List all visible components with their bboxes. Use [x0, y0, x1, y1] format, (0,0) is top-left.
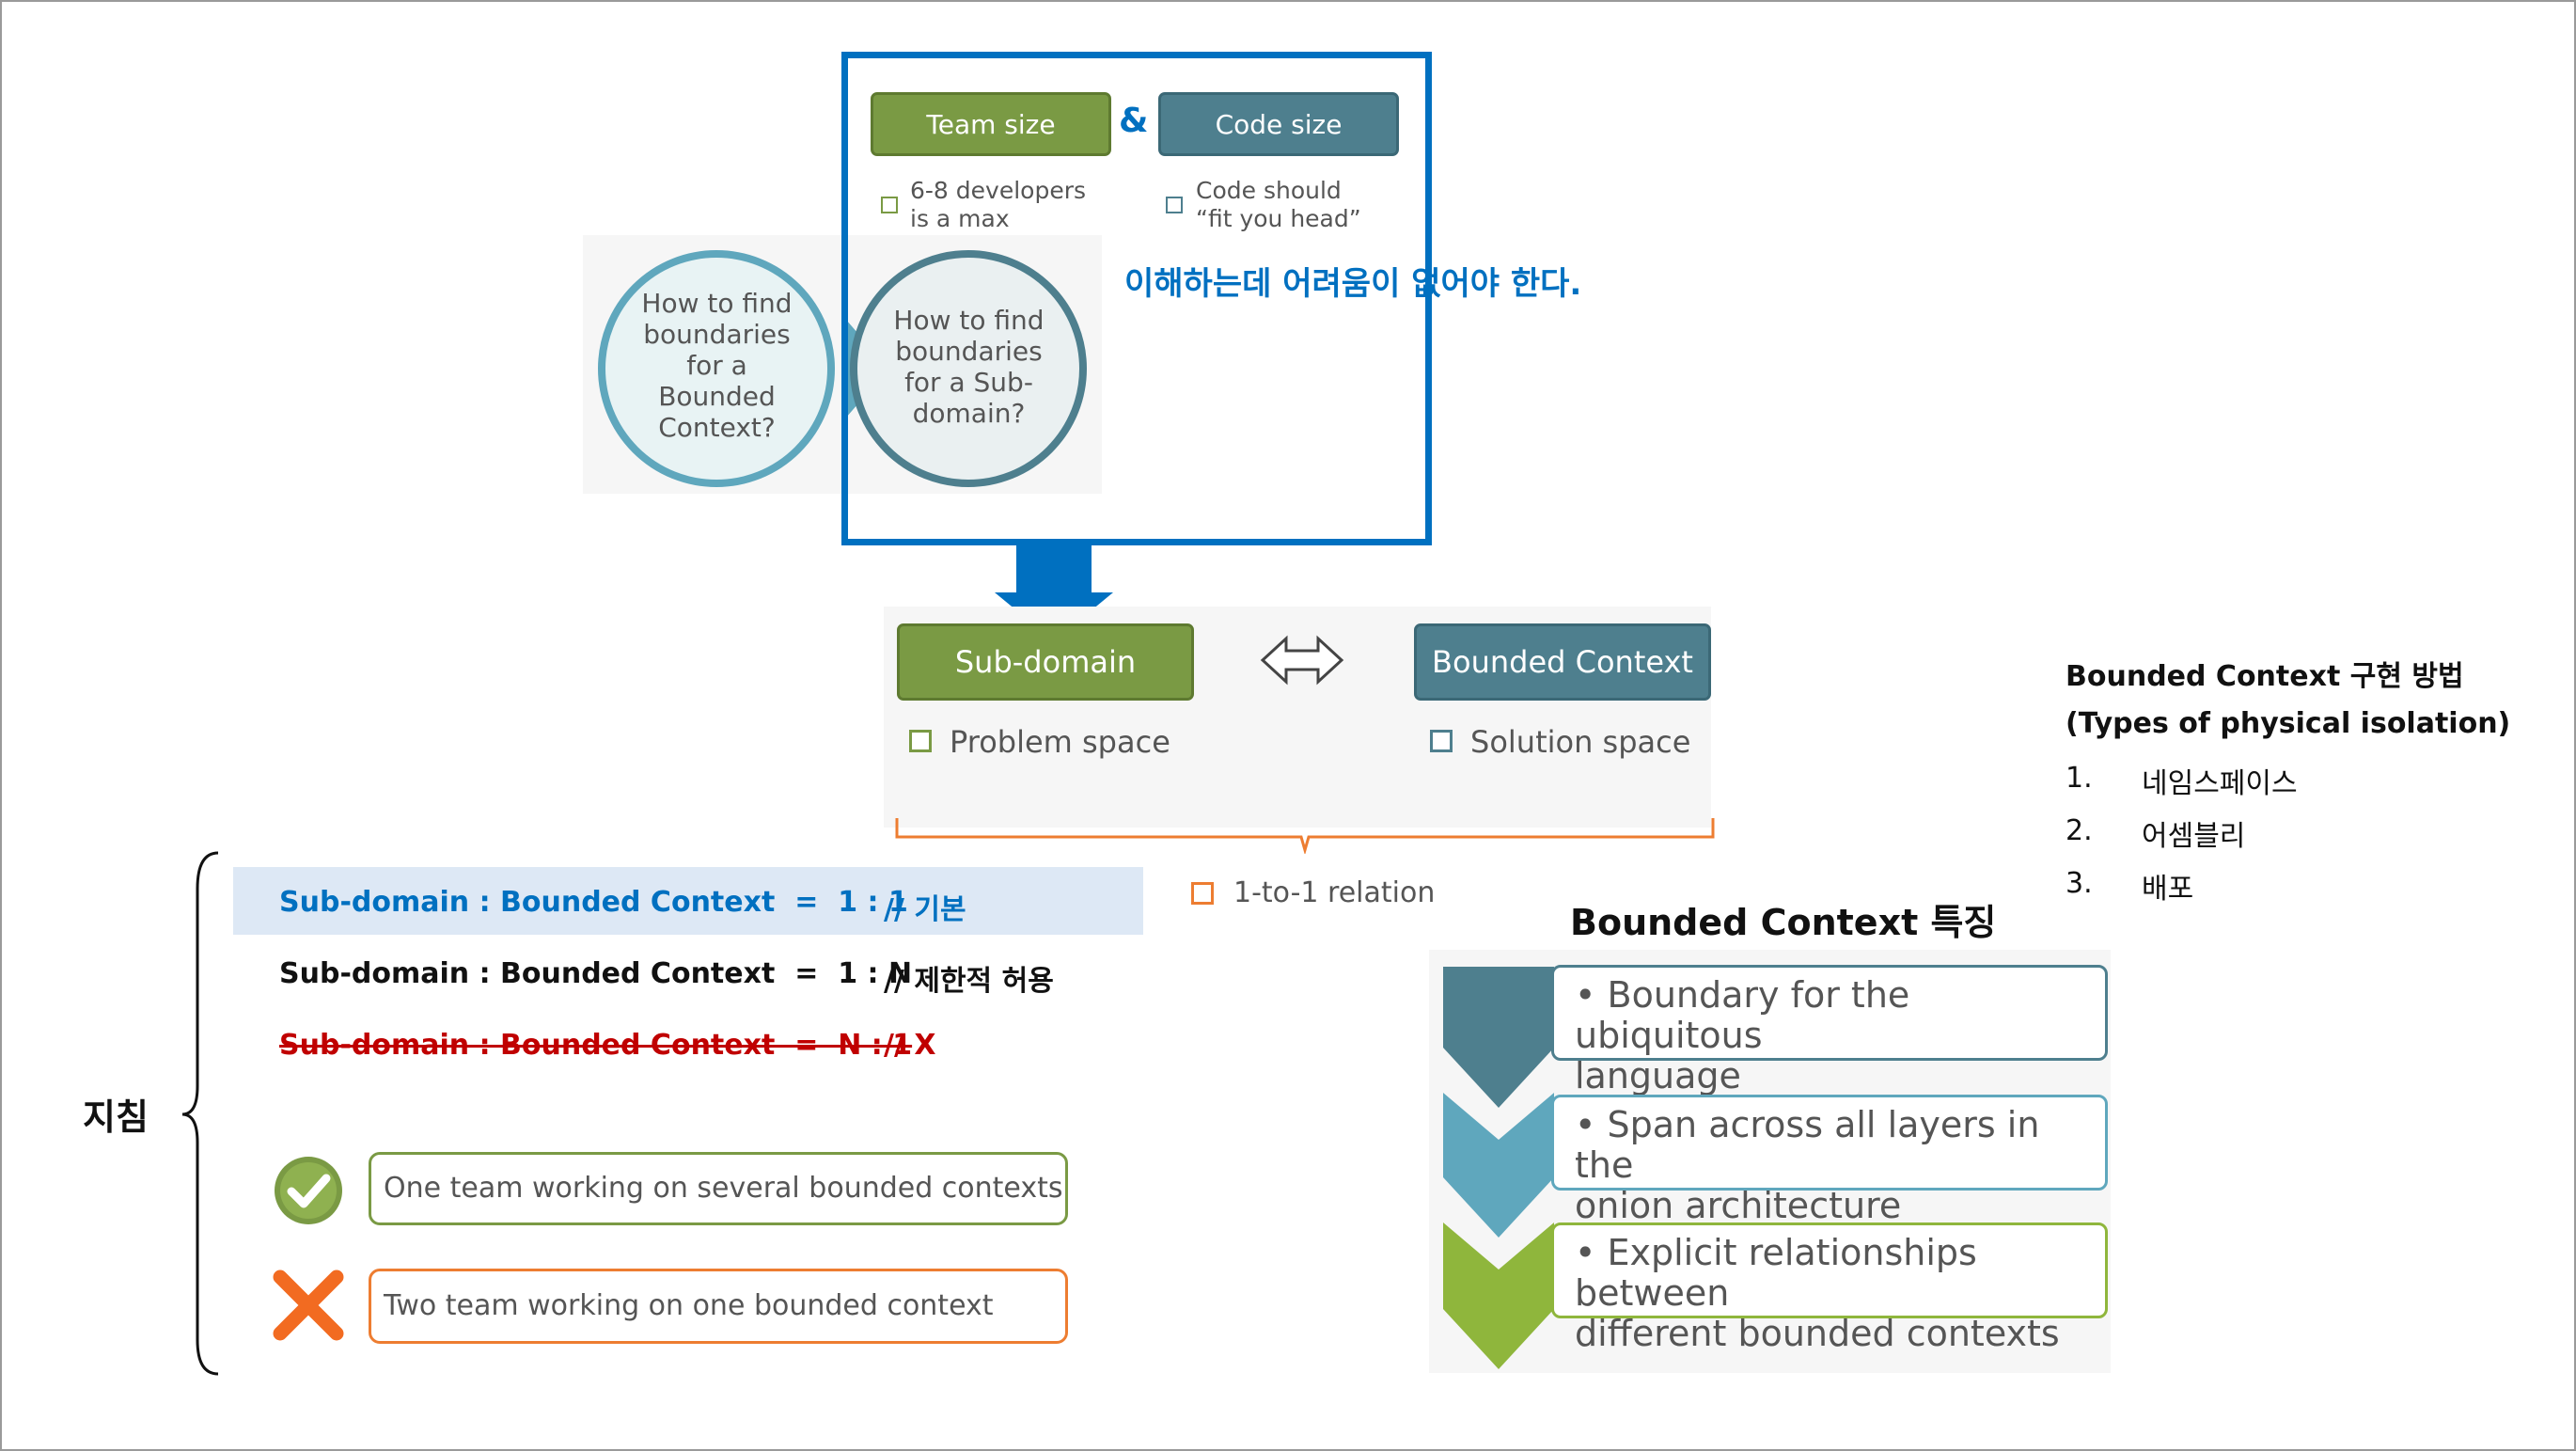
- guideline-brace: [181, 851, 219, 1376]
- problem-space-label: Problem space: [950, 724, 1170, 760]
- team-note-checkbox: [881, 197, 898, 213]
- rule1-highlight: [233, 867, 1143, 935]
- relation-checkbox: [1191, 882, 1214, 905]
- double-arrow-icon: [1260, 635, 1344, 686]
- relation-label: 1-to-1 relation: [1233, 876, 1436, 909]
- solution-space-label: Solution space: [1470, 724, 1691, 760]
- feature-item-2-text: Span across all layers in the onion arch…: [1575, 1104, 2040, 1226]
- check-icon: [275, 1157, 342, 1224]
- problem-space-checkbox: [909, 730, 932, 752]
- good-practice-text: One team working on several bounded cont…: [384, 1172, 1063, 1205]
- rule3-comment: // X: [884, 1029, 936, 1062]
- implementation-item-1-num: 1.: [2066, 762, 2093, 795]
- implementation-item-2-num: 2.: [2066, 814, 2093, 847]
- code-note: Code should “fit you head”: [1196, 177, 1361, 232]
- feature-item-3: • Explicit relationships between differe…: [1551, 1222, 2108, 1354]
- guideline-label: 지침: [83, 1096, 149, 1138]
- down-arrow-icon: [995, 545, 1113, 641]
- ampersand: &: [1119, 102, 1149, 140]
- bubble-right-text: How to find boundaries for a Sub- domain…: [893, 305, 1045, 429]
- implementation-item-2: 어셈블리: [2142, 820, 2246, 853]
- korean-note: 이해하는데 어려움이 없어야 한다.: [1124, 265, 1582, 303]
- rule3-text: Sub-domain : Bounded Context = N : 1: [279, 1029, 913, 1062]
- bubble-left-text: How to find boundaries for a Bounded Con…: [641, 288, 793, 443]
- implementation-subtitle: (Types of physical isolation): [2066, 707, 2511, 740]
- solution-space-checkbox: [1430, 730, 1453, 752]
- team-note: 6-8 developers is a max: [910, 177, 1086, 232]
- bad-practice-box: [369, 1269, 1068, 1344]
- bounded-context-box: Bounded Context: [1414, 623, 1711, 701]
- rule1-comment: // 기본: [884, 893, 966, 926]
- bad-practice-text: Two team working on one bounded context: [384, 1289, 994, 1322]
- relation-bracket: [895, 818, 1715, 854]
- feature-item-1: • Boundary for the ubiquitous language: [1551, 965, 2108, 1096]
- implementation-title: Bounded Context 구현 방법: [2066, 660, 2464, 693]
- feature-item-1-text: Boundary for the ubiquitous language: [1575, 974, 1910, 1096]
- feature-item-3-text: Explicit relationships between different…: [1575, 1232, 2060, 1354]
- cross-icon: [273, 1270, 344, 1341]
- rule2-comment: // 제한적 허용: [884, 965, 1054, 998]
- team-size-box: Team size: [871, 92, 1111, 156]
- code-size-box: Code size: [1158, 92, 1399, 156]
- subdomain-box: Sub-domain: [897, 623, 1194, 701]
- features-chevrons: [1443, 967, 1554, 1369]
- implementation-item-1: 네임스페이스: [2142, 767, 2298, 800]
- bubble-graphics: [598, 250, 1087, 487]
- features-title: Bounded Context 특징: [1570, 902, 1997, 943]
- code-note-checkbox: [1166, 197, 1183, 213]
- good-practice-box: [369, 1152, 1068, 1225]
- rule1-text: Sub-domain : Bounded Context = 1 : 1: [279, 886, 908, 919]
- implementation-item-3: 배포: [2142, 873, 2194, 906]
- rule2-text: Sub-domain : Bounded Context = 1 : N: [279, 957, 913, 990]
- highlight-box: [841, 52, 1432, 545]
- feature-item-2: • Span across all layers in the onion ar…: [1551, 1095, 2108, 1226]
- implementation-item-3-num: 3.: [2066, 867, 2093, 900]
